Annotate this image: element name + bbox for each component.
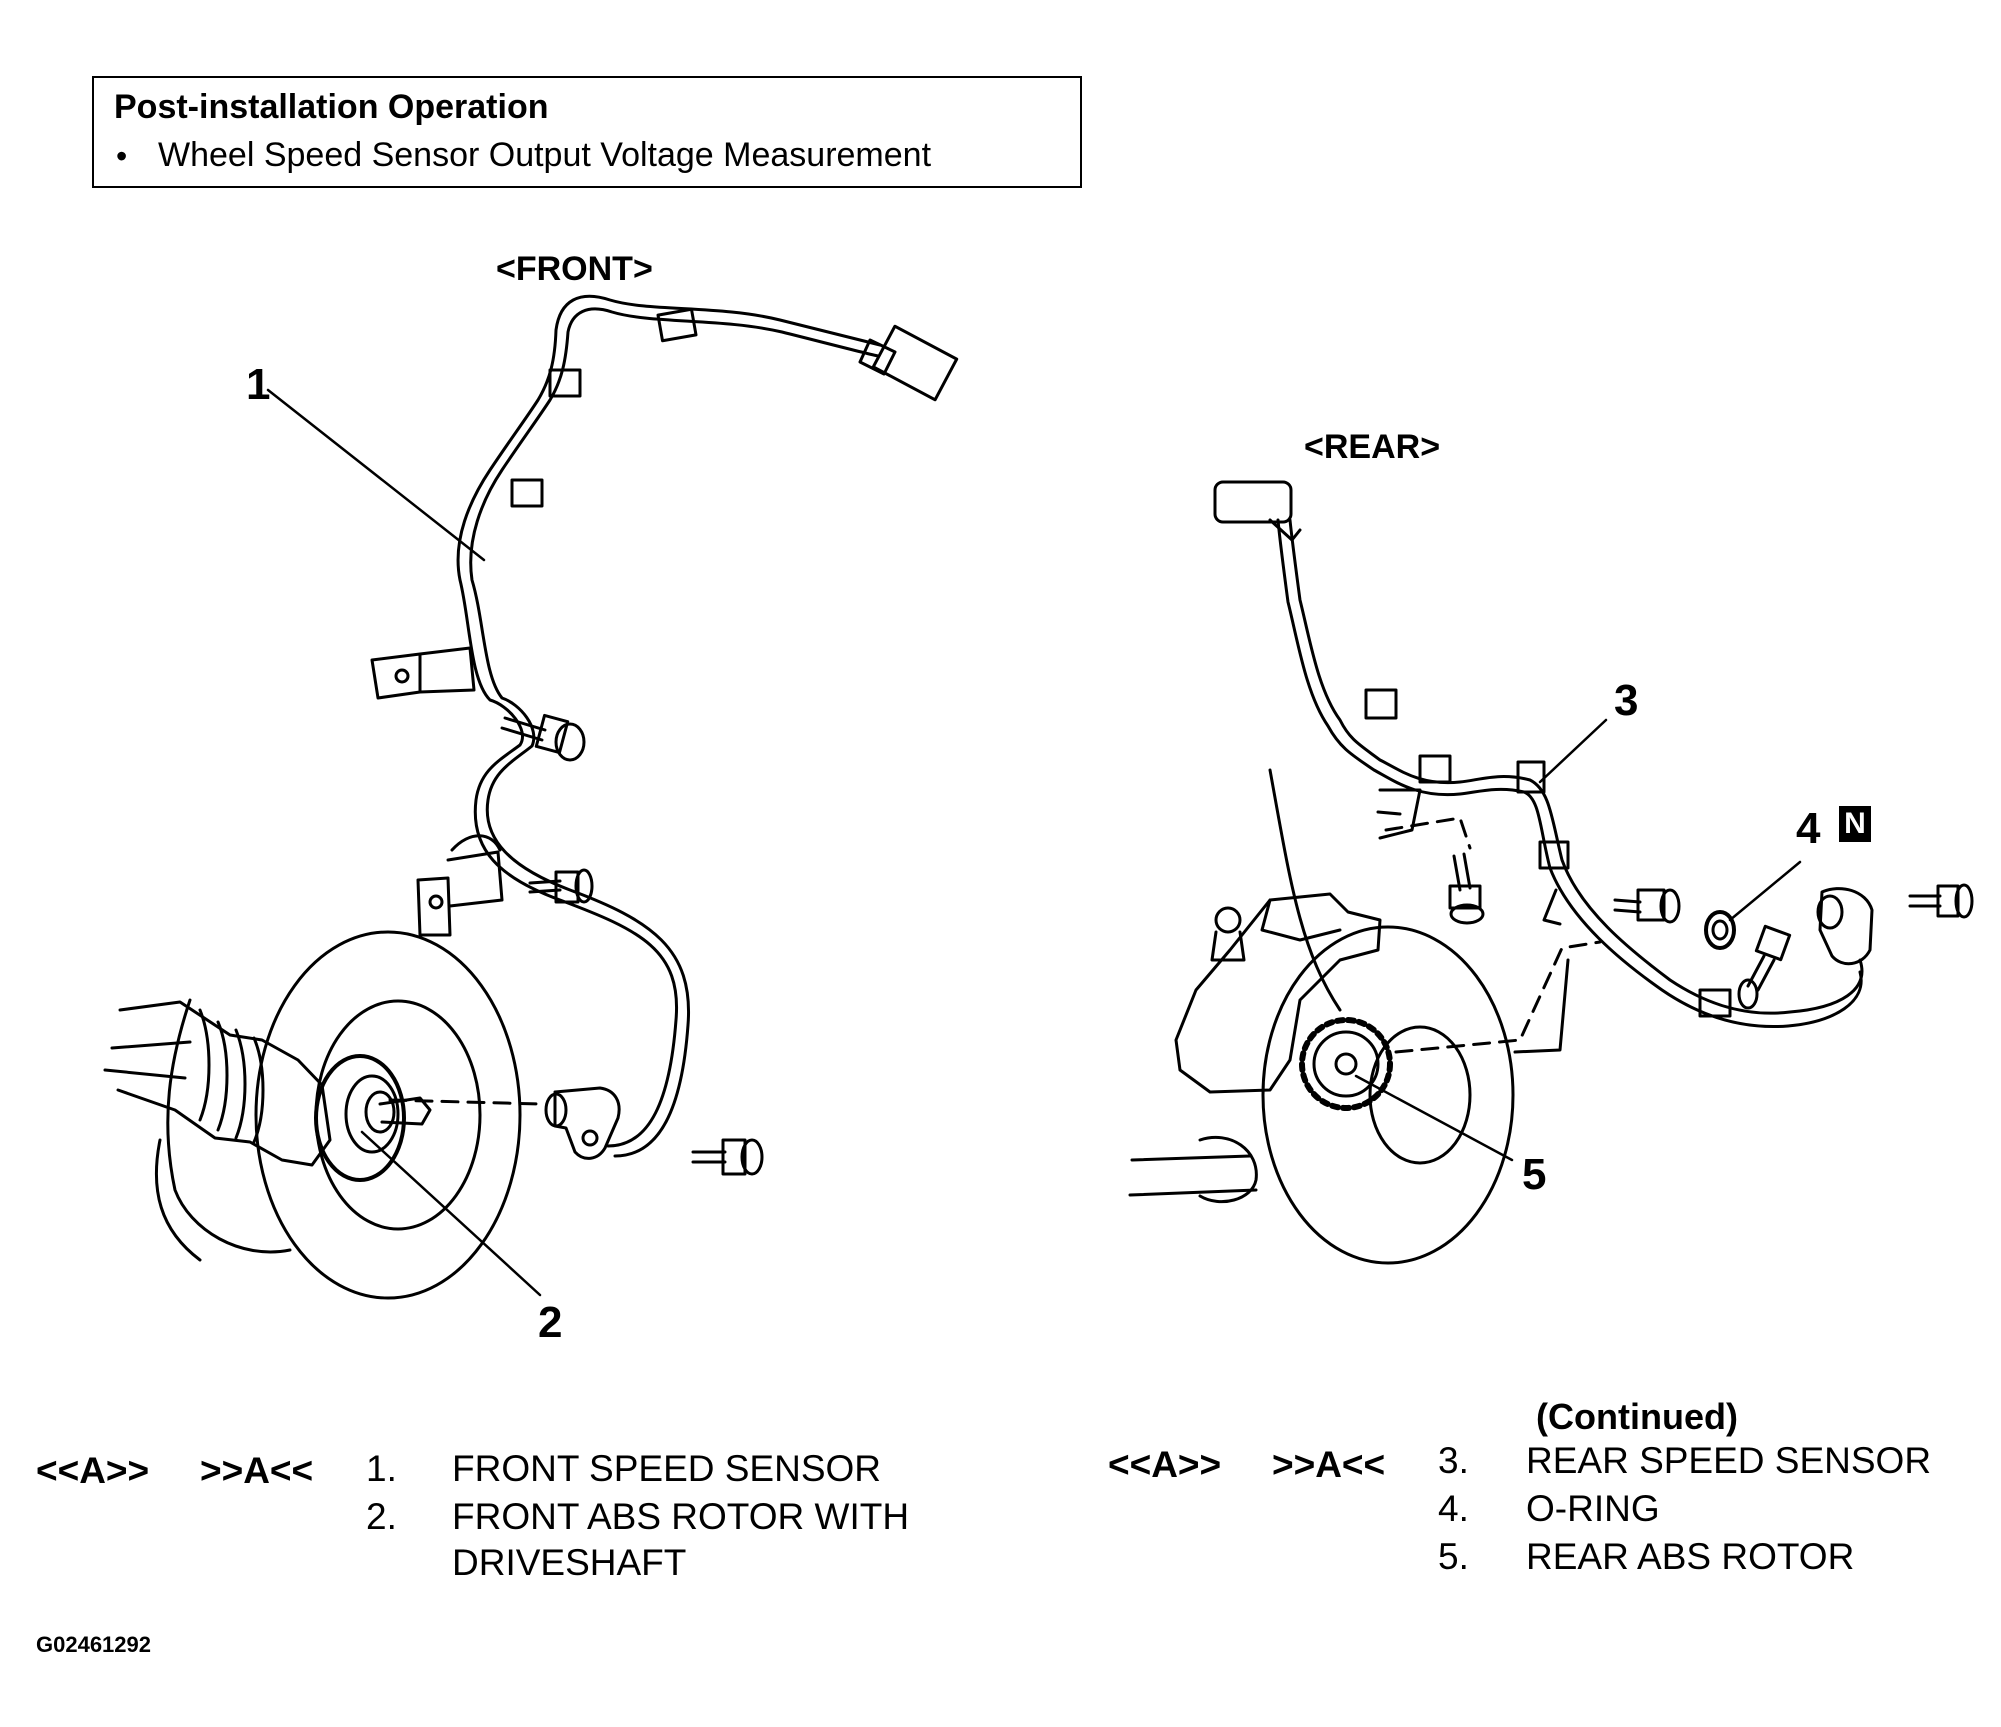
rear-harness-bracket — [1376, 788, 1422, 840]
front-view-label: <FRONT> — [496, 250, 653, 288]
legend-left-install-code: >>A<< — [200, 1450, 314, 1491]
callout-5: 5 — [1522, 1150, 1547, 1199]
legend-item-2-number: 2. — [366, 1496, 397, 1537]
legend-right-install-code: >>A<< — [1272, 1444, 1386, 1485]
callout-1: 1 — [246, 360, 271, 409]
callout-2: 2 — [538, 1298, 563, 1347]
front-driveshaft-boot — [116, 1000, 332, 1167]
front-bolt-1 — [500, 713, 586, 762]
rear-brake-disc — [1261, 925, 1515, 1265]
legend-item-5-text: REAR ABS ROTOR — [1526, 1536, 1855, 1577]
rear-assembly-drawing — [1128, 480, 1974, 1265]
legend-item-1-number: 1. — [366, 1448, 397, 1489]
front-speed-sensor-head — [553, 1086, 621, 1160]
rear-bolt-3 — [1908, 883, 1974, 919]
callout-4: 4 — [1796, 804, 1821, 853]
rear-sensor-harness — [1288, 518, 1864, 1015]
o-ring — [1704, 910, 1736, 950]
legend-item-5-number: 5. — [1438, 1536, 1469, 1577]
front-bolt-2 — [528, 868, 594, 904]
new-part-badge: N — [1839, 806, 1871, 842]
legend-right-removal-code: <<A>> — [1108, 1444, 1222, 1485]
bullet-icon: • — [116, 138, 128, 174]
legend-continued: (Continued) — [1536, 1396, 1738, 1437]
legend-item-3-number: 3. — [1438, 1440, 1469, 1481]
legend-item-2-text: FRONT ABS ROTOR WITH — [452, 1496, 910, 1537]
figure-code: G02461292 — [36, 1632, 151, 1657]
legend-item-3-text: REAR SPEED SENSOR — [1526, 1440, 1932, 1481]
callout-3: 3 — [1614, 676, 1639, 725]
rear-bolt-1 — [1448, 852, 1485, 925]
rear-speed-sensor-head — [1818, 887, 1874, 966]
front-harness-bracket-lower — [416, 850, 504, 937]
rear-abs-rotor — [1299, 1017, 1393, 1111]
front-brake-disc — [254, 930, 522, 1300]
front-bolt-3 — [691, 1138, 764, 1176]
front-abs-rotor — [314, 1054, 406, 1182]
rear-bolt-4 — [1737, 924, 1792, 1010]
note-title: Post-installation Operation — [114, 88, 549, 126]
rear-bolt-2 — [1613, 888, 1681, 924]
legend-item-2-text-line2: DRIVESHAFT — [452, 1542, 687, 1583]
post-installation-note-box: Post-installation Operation • Wheel Spee… — [92, 76, 1082, 188]
front-assembly-drawing — [103, 294, 959, 1300]
legend-item-4-text: O-RING — [1526, 1488, 1660, 1529]
front-harness-bracket-upper — [370, 646, 476, 700]
note-item: Wheel Speed Sensor Output Voltage Measur… — [158, 136, 932, 174]
rear-brake-caliper — [1174, 892, 1382, 1094]
rear-view-label: <REAR> — [1304, 428, 1441, 466]
legend-item-4-number: 4. — [1438, 1488, 1469, 1529]
legend-item-1-text: FRONT SPEED SENSOR — [452, 1448, 882, 1489]
legend-left-removal-code: <<A>> — [36, 1450, 150, 1491]
rear-sensor-connector — [1213, 480, 1293, 524]
front-sensor-connector — [871, 324, 959, 402]
front-sensor-harness — [456, 294, 882, 1148]
